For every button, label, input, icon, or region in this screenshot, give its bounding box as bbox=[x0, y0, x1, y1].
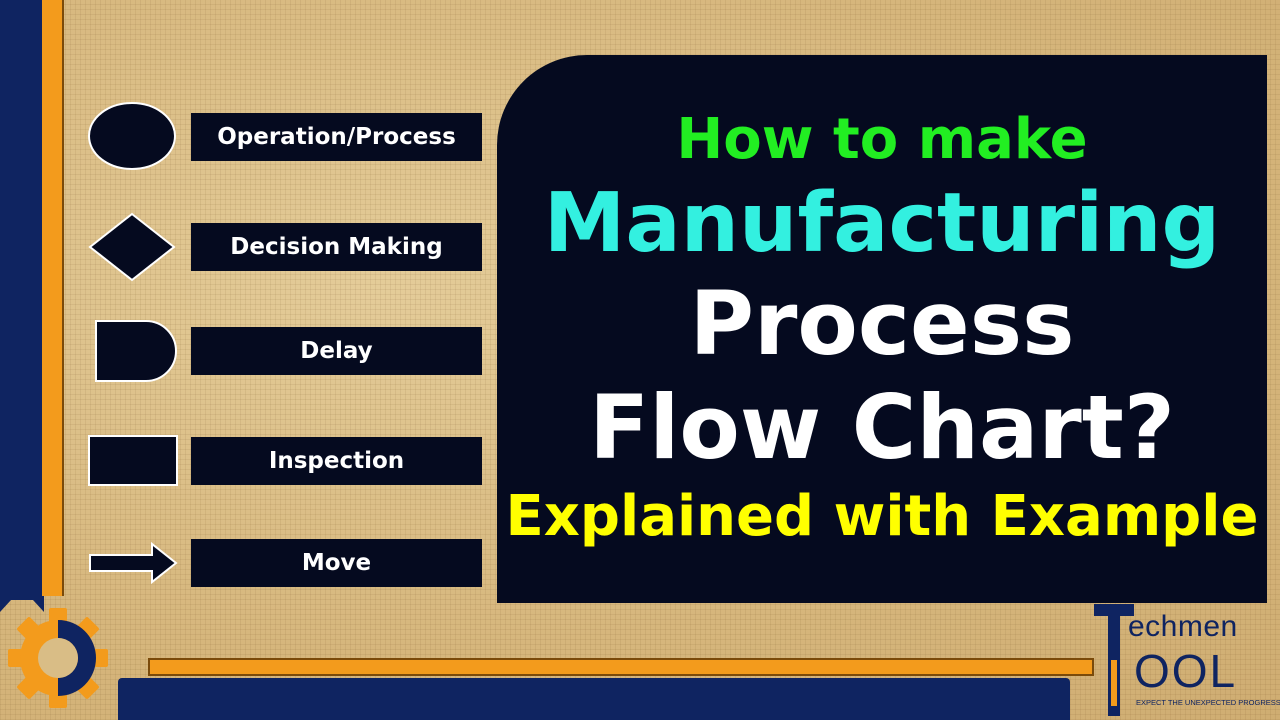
legend-row-move: Move bbox=[88, 539, 482, 587]
title-line-explained: Explained with Example bbox=[505, 484, 1259, 549]
logo-t-icon bbox=[1094, 604, 1134, 716]
left-navy-stripe bbox=[0, 0, 44, 600]
diamond-icon bbox=[88, 212, 176, 282]
legend-label: Decision Making bbox=[191, 223, 482, 271]
title-line-manufacturing: Manufacturing bbox=[543, 176, 1221, 271]
rectangle-icon bbox=[88, 435, 178, 486]
bottom-navy-bar bbox=[118, 678, 1070, 720]
arrow-icon bbox=[89, 541, 178, 585]
legend-row-decision: Decision Making bbox=[88, 212, 482, 282]
gear-icon bbox=[8, 608, 108, 708]
d-shape-icon bbox=[95, 320, 177, 382]
ellipse-icon bbox=[88, 102, 176, 170]
techmen-tool-logo: echmen OOL EXPECT THE UNEXPECTED PROGRES… bbox=[1090, 600, 1280, 720]
title-line-flow-chart: Flow Chart? bbox=[589, 376, 1175, 479]
legend-label: Inspection bbox=[191, 437, 482, 485]
logo-word-bottom: OOL bbox=[1134, 645, 1238, 697]
legend-row-delay: Delay bbox=[88, 320, 482, 382]
title-line-process: Process bbox=[689, 272, 1075, 375]
title-line-how-to-make: How to make bbox=[676, 107, 1088, 172]
legend-label: Move bbox=[191, 539, 482, 587]
logo-tagline: EXPECT THE UNEXPECTED PROGRESS bbox=[1136, 698, 1280, 707]
legend-label: Operation/Process bbox=[191, 113, 482, 161]
legend-row-operation: Operation/Process bbox=[88, 102, 482, 170]
left-stripe-point bbox=[0, 588, 44, 612]
left-orange-stripe bbox=[42, 0, 64, 596]
bottom-orange-bar bbox=[148, 658, 1094, 676]
legend-row-inspection: Inspection bbox=[88, 435, 482, 486]
legend-label: Delay bbox=[191, 327, 482, 375]
logo-word-top: echmen bbox=[1128, 610, 1238, 643]
title-panel: How to make Manufacturing Process Flow C… bbox=[497, 55, 1267, 603]
